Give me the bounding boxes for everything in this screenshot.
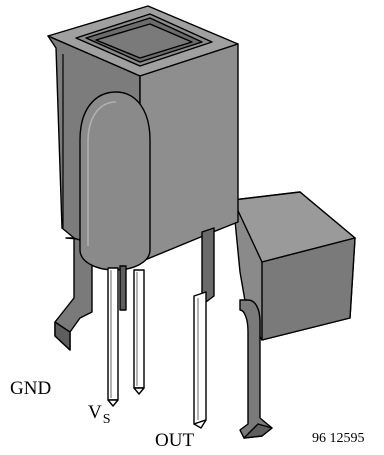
label-out: OUT xyxy=(155,430,195,451)
lens-dome xyxy=(79,91,151,271)
label-gnd: GND xyxy=(10,378,52,399)
label-vs-main: V xyxy=(88,402,102,423)
label-vs: VS xyxy=(88,402,111,427)
inner-leg xyxy=(119,265,127,311)
right-mounting-leg xyxy=(239,299,273,439)
figure-code: 96 12595 xyxy=(312,431,365,446)
mounting-bracket xyxy=(232,191,356,341)
left-mounting-leg xyxy=(54,237,93,351)
label-vs-subscript: S xyxy=(102,412,111,427)
pin-vs xyxy=(133,269,145,395)
pin-gnd xyxy=(107,267,119,407)
pin-out xyxy=(193,291,207,429)
pin-guide xyxy=(201,227,215,303)
housing-right-face xyxy=(139,43,239,263)
pins xyxy=(107,267,207,429)
